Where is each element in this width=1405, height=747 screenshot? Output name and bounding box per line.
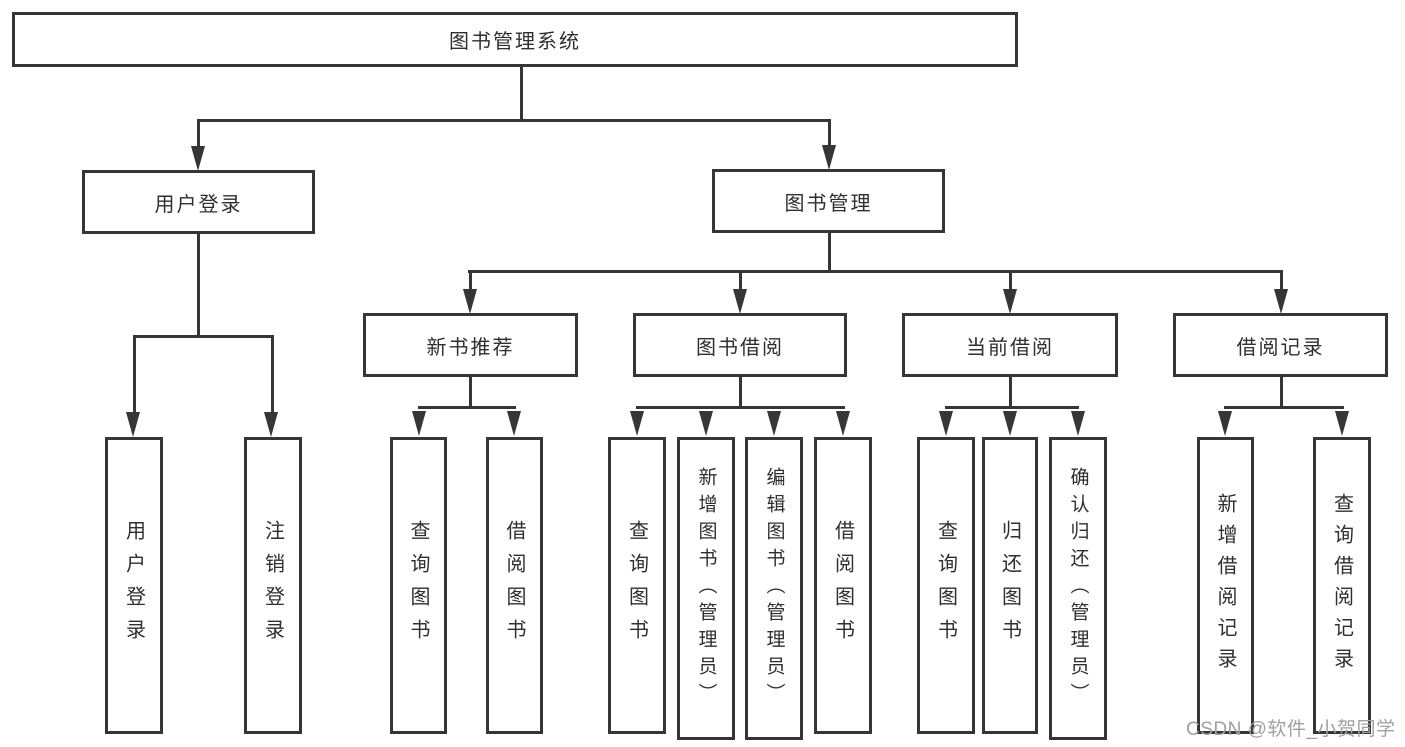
arrow-down-icon xyxy=(1003,411,1017,436)
arrow-down-icon xyxy=(507,411,521,436)
node-current-borrowing: 当前借阅 xyxy=(902,313,1118,377)
arrow-down-icon xyxy=(463,289,477,314)
connector-line xyxy=(1280,270,1283,292)
leaf-query-borrow-record: 查询借阅记录 xyxy=(1313,437,1371,734)
connector-line xyxy=(828,233,831,273)
connector-line xyxy=(1009,377,1012,409)
node-library-management-system: 图书管理系统 xyxy=(12,12,1018,67)
connector-line xyxy=(469,377,472,409)
connector-line xyxy=(468,270,1282,273)
connector-line xyxy=(739,270,742,292)
node-label: 图书管理系统 xyxy=(449,31,581,53)
arrow-down-icon xyxy=(630,411,644,436)
node-user-login: 用户登录 xyxy=(82,170,315,234)
leaf-user-login: 用户登录 xyxy=(105,437,163,734)
leaf-query-books: 查询图书 xyxy=(608,437,666,734)
connector-line xyxy=(739,377,742,409)
node-book-borrowing: 图书借阅 xyxy=(633,313,847,377)
arrow-down-icon xyxy=(836,411,850,436)
connector-line xyxy=(1280,377,1283,407)
connector-line xyxy=(520,67,523,120)
arrow-down-icon xyxy=(412,411,426,436)
leaf-borrow-books: 借阅图书 xyxy=(486,437,543,734)
node-label: 图书管理 xyxy=(784,192,873,215)
leaf-logout: 注销登录 xyxy=(244,437,302,734)
node-label: 借阅记录 xyxy=(1236,336,1325,359)
leaf-return-books: 归还图书 xyxy=(982,437,1038,734)
arrow-down-icon xyxy=(1003,289,1017,314)
arrow-down-icon xyxy=(939,411,953,436)
connector-line xyxy=(197,234,200,337)
node-label: 新书推荐 xyxy=(426,336,515,359)
arrow-down-icon xyxy=(699,411,713,436)
connector-line xyxy=(418,406,516,409)
leaf-query-books: 查询图书 xyxy=(917,437,975,734)
node-label: 用户登录 xyxy=(154,193,243,216)
connector-line xyxy=(133,335,136,414)
arrow-down-icon xyxy=(1218,411,1232,436)
arrow-down-icon xyxy=(126,412,140,437)
connector-line xyxy=(133,335,274,338)
connector-line xyxy=(197,119,831,122)
arrow-down-icon xyxy=(1274,289,1288,314)
connector-line xyxy=(945,406,1079,409)
leaf-edit-book-admin: 编辑图书（管理员） xyxy=(745,437,803,740)
arrow-down-icon xyxy=(191,146,205,171)
leaf-confirm-return-admin: 确认归还（管理员） xyxy=(1049,437,1107,740)
connector-line xyxy=(1224,406,1344,409)
arrow-down-icon xyxy=(733,289,747,314)
node-label: 当前借阅 xyxy=(966,336,1054,359)
arrow-down-icon xyxy=(1071,411,1085,436)
node-label: 图书借阅 xyxy=(696,336,784,359)
leaf-add-book-admin: 新增图书（管理员） xyxy=(677,437,735,740)
leaf-borrow-books: 借阅图书 xyxy=(814,437,872,734)
node-book-management: 图书管理 xyxy=(712,169,945,233)
connector-line xyxy=(1009,270,1012,292)
csdn-watermark: CSDN @软件_小贺同学 xyxy=(1186,719,1396,740)
arrow-down-icon xyxy=(822,145,836,170)
node-new-book-recommendation: 新书推荐 xyxy=(363,313,578,377)
leaf-query-books: 查询图书 xyxy=(390,437,447,734)
connector-line xyxy=(197,119,200,149)
node-borrowing-records: 借阅记录 xyxy=(1173,313,1388,377)
arrow-down-icon xyxy=(767,411,781,436)
connector-line xyxy=(636,406,845,409)
arrow-down-icon xyxy=(264,412,278,437)
leaf-add-borrow-record: 新增借阅记录 xyxy=(1197,437,1254,734)
connector-line xyxy=(469,270,472,292)
connector-line xyxy=(828,119,831,147)
arrow-down-icon xyxy=(1335,411,1349,436)
connector-line xyxy=(271,335,274,414)
